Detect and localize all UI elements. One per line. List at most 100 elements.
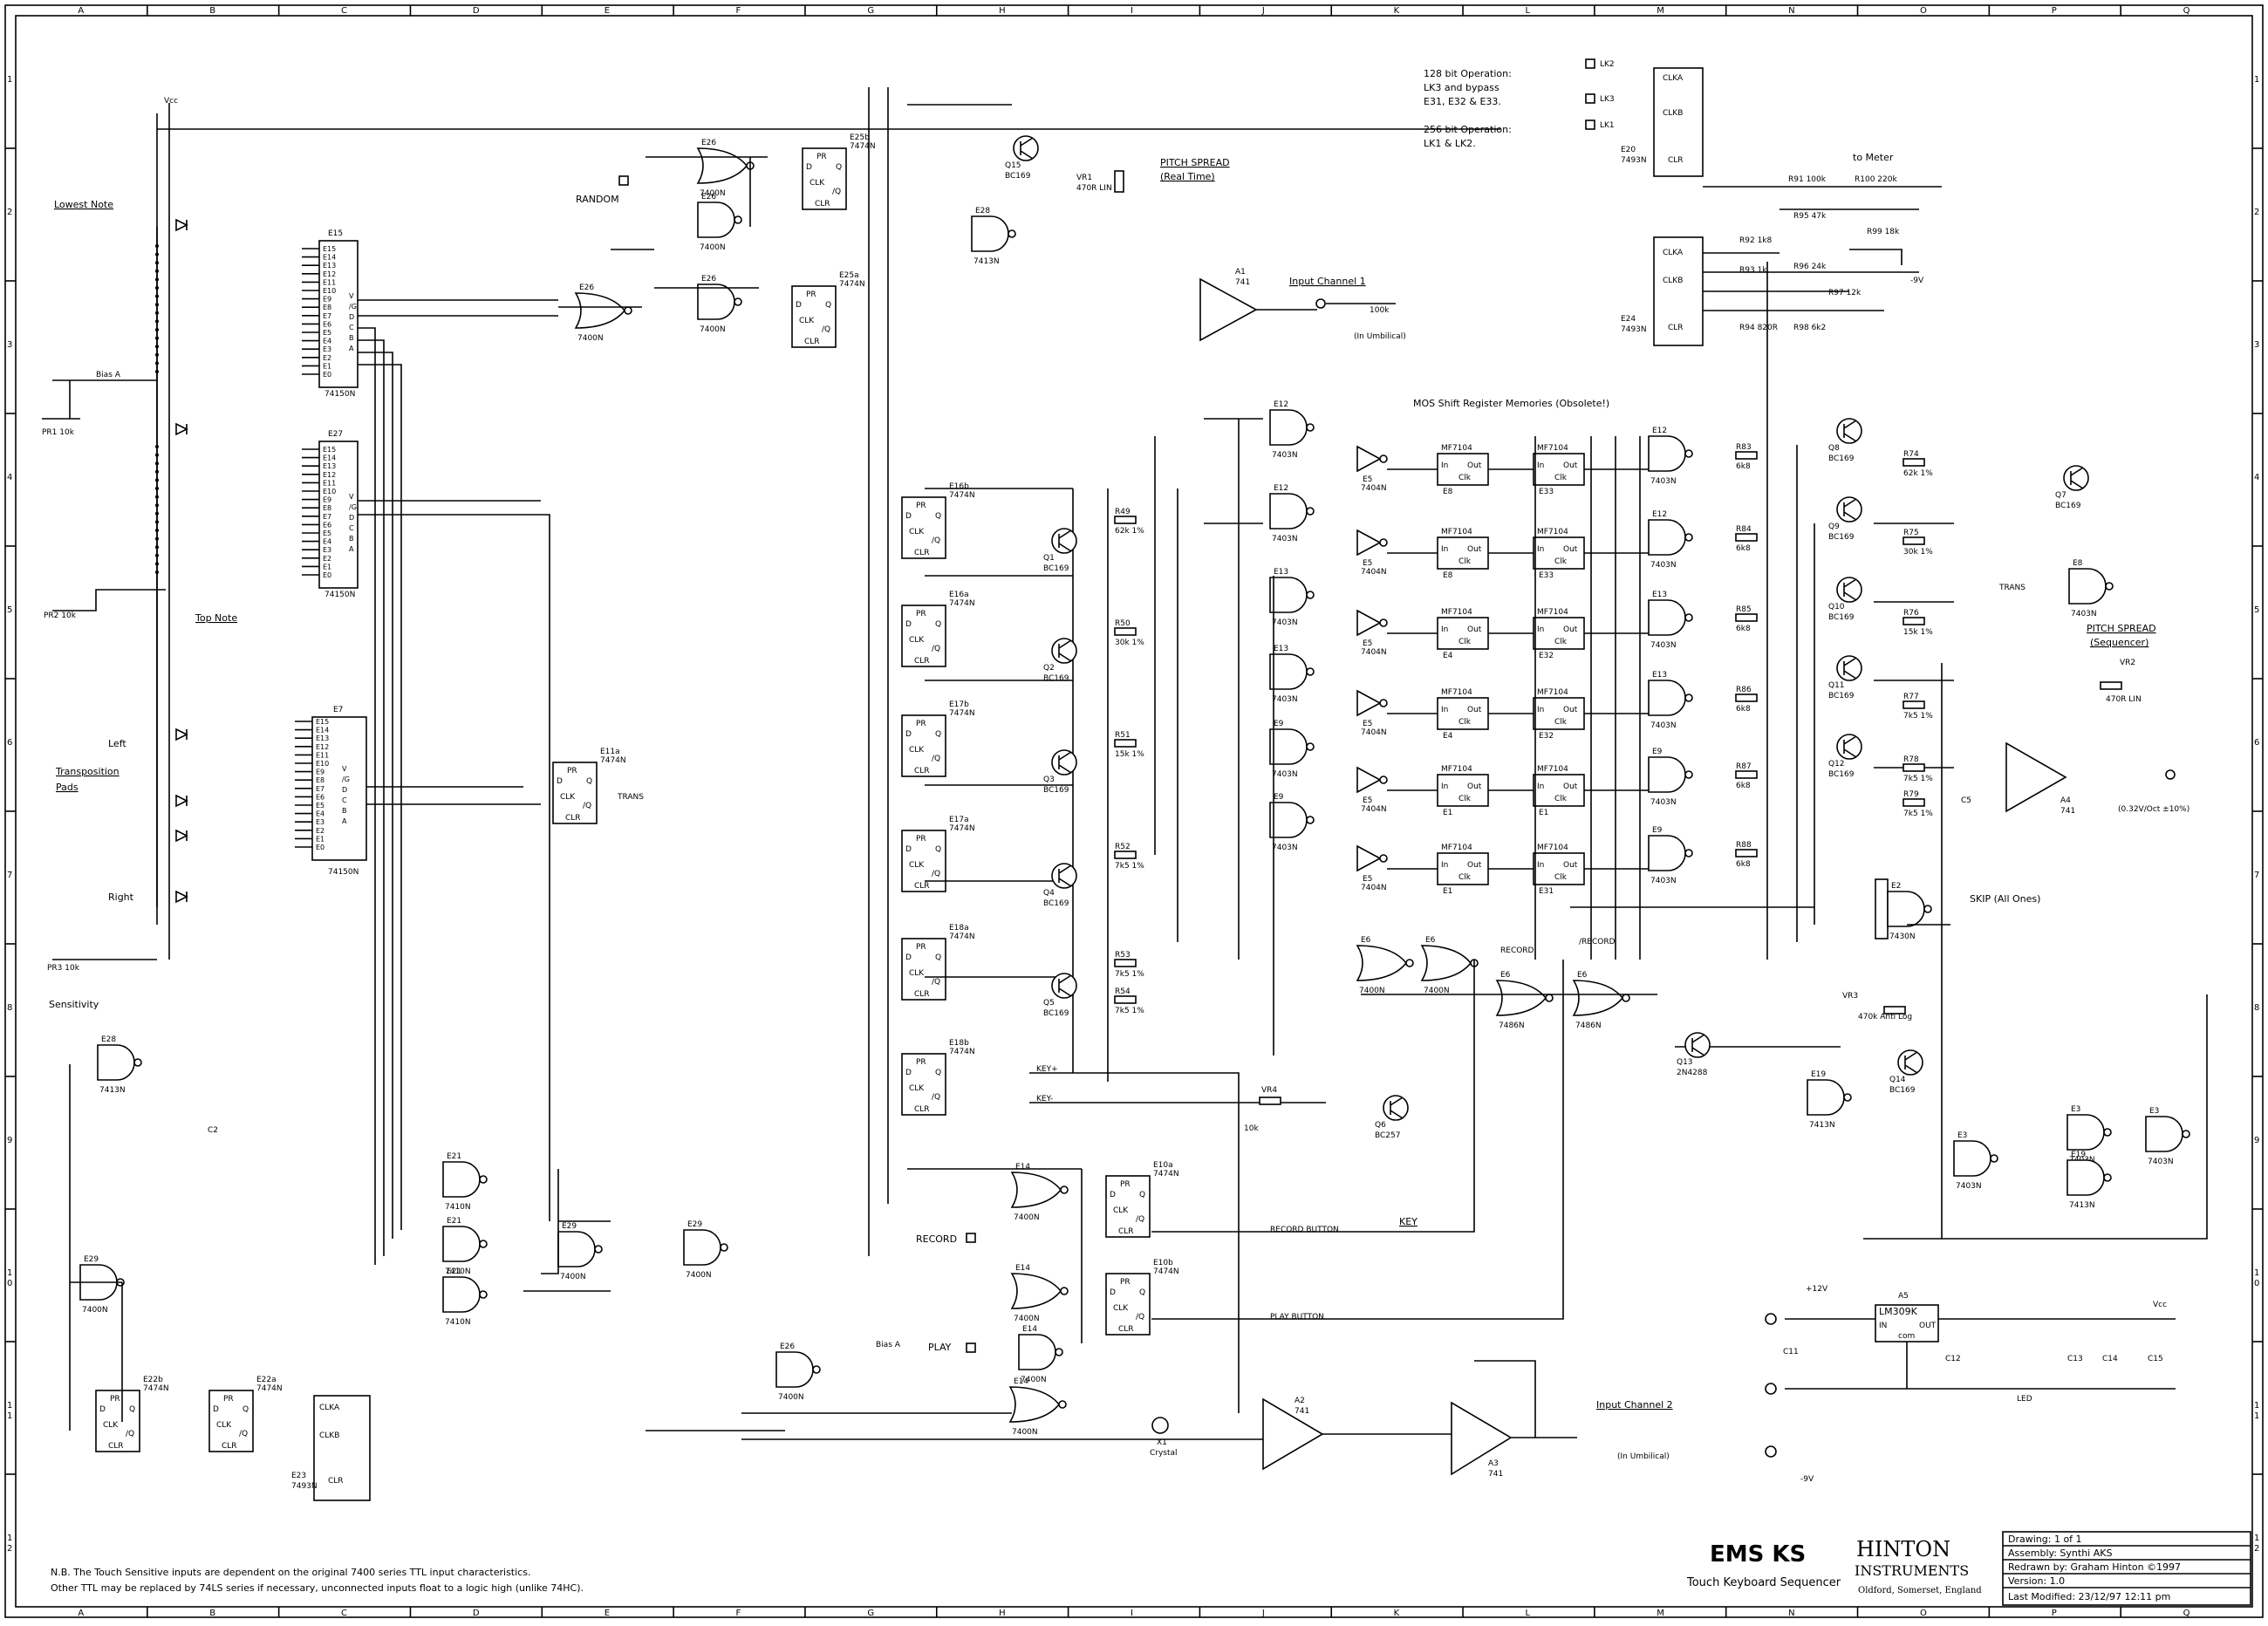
svg-text:CLK: CLK: [1113, 1304, 1129, 1313]
svg-text:CLR: CLR: [222, 1442, 237, 1451]
resistor-r88: [1735, 849, 1758, 857]
svg-text:Clk: Clk: [1554, 638, 1568, 646]
svg-text:CLK: CLK: [909, 1084, 925, 1093]
skip-label: SKIP (All Ones): [1970, 893, 2040, 905]
gate-e19-a-label: E19: [1811, 1070, 1826, 1079]
flipflop-e10b-label: E10b: [1153, 1259, 1173, 1267]
shift-register-type: MF7104: [1537, 528, 1568, 536]
mux-input-pin: E12: [316, 743, 329, 751]
shift-register-type: MF7104: [1441, 528, 1472, 536]
svg-text:R77: R77: [1903, 693, 1919, 701]
svg-text:In: In: [1537, 545, 1544, 554]
svg-text:In: In: [1441, 625, 1448, 634]
gate-e6-b: [1420, 945, 1472, 981]
inverter-e5-4-type: 7404N: [1361, 728, 1387, 737]
transistor-q5-label: Q5: [1043, 999, 1055, 1008]
mos-title: MOS Shift Register Memories (Obsolete!): [1413, 398, 1609, 409]
svg-text:D: D: [905, 953, 912, 962]
svg-text:PR: PR: [567, 767, 577, 775]
vcc-label: Vcc: [164, 97, 178, 106]
junction-dot: [155, 520, 159, 524]
mux-control-pin: /G: [349, 503, 357, 511]
svg-text:(In Umbilical): (In Umbilical): [1617, 1452, 1670, 1461]
op256-line1: LK1 & LK2.: [1424, 138, 1476, 149]
mux-input-pin: E1: [323, 362, 331, 370]
junction-dot: [155, 277, 159, 282]
svg-text:R85: R85: [1736, 605, 1752, 614]
svg-text:TRANS: TRANS: [1998, 584, 2025, 592]
mux-control-pin: B: [349, 334, 354, 342]
mux-control-pin: C: [349, 524, 354, 532]
mux-input-pin: E6: [316, 793, 324, 801]
svg-text:In: In: [1537, 625, 1544, 634]
transistor-q12-type: BC169: [1828, 770, 1855, 779]
transistor-q1-type: BC169: [1043, 564, 1069, 573]
svg-text:CLR: CLR: [804, 338, 820, 346]
svg-text:In: In: [1441, 782, 1448, 791]
svg-text:(Real Time): (Real Time): [1160, 171, 1215, 182]
gate-e19-b-type: 7413N: [2069, 1201, 2095, 1210]
gate-e6-c-type: 7486N: [1499, 1021, 1525, 1030]
svg-text:R96 24k: R96 24k: [1793, 263, 1827, 271]
svg-text:PR: PR: [916, 1058, 926, 1067]
mux-control-pin: V: [342, 765, 347, 773]
svg-text:Clk: Clk: [1458, 557, 1472, 566]
gate-7403-out-1: [1648, 435, 1686, 472]
svg-text:D: D: [99, 1405, 106, 1414]
svg-text:PR: PR: [1120, 1180, 1131, 1189]
svg-text:In: In: [1441, 545, 1448, 554]
row-label-left: 1: [7, 1534, 12, 1543]
transistor-q11-label: Q11: [1828, 681, 1845, 690]
mux-input-pin: E14: [316, 727, 329, 734]
counter-e23: [313, 1395, 371, 1501]
mux-input-pin: E10: [316, 760, 329, 768]
svg-text:Out: Out: [1563, 461, 1578, 470]
mux-input-pin: E13: [323, 262, 336, 270]
gate-e14-d: [1008, 1386, 1061, 1423]
svg-text:CLK: CLK: [1113, 1206, 1129, 1215]
svg-text:Out: Out: [1563, 861, 1578, 870]
lk3-label: LK3: [1600, 95, 1615, 104]
svg-text:CLR: CLR: [914, 1105, 930, 1114]
gate-e19-a-type: 7413N: [1809, 1121, 1835, 1130]
col-label-top: J: [1261, 6, 1265, 16]
mux-input-pin: E2: [323, 555, 331, 563]
gate-7403-in-4-label: E13: [1274, 645, 1288, 653]
transistor-q7-type: BC169: [2055, 502, 2081, 510]
svg-text:Out: Out: [1563, 625, 1578, 634]
shift-register-label: E1: [1443, 887, 1452, 896]
row-label-right: 1: [2254, 1401, 2259, 1411]
svg-text:R91 100k: R91 100k: [1788, 175, 1827, 184]
svg-text:Q: Q: [935, 512, 941, 521]
gate-7403-out-1-type: 7403N: [1650, 477, 1677, 486]
row-label-right: 5: [2254, 605, 2259, 615]
row-label-right: 3: [2254, 340, 2259, 350]
svg-text:CLKB: CLKB: [1663, 277, 1683, 285]
junction-dot: [155, 461, 159, 466]
svg-text:Clk: Clk: [1554, 474, 1568, 482]
gate-7403-out-2-label: E12: [1652, 510, 1667, 519]
gate-e2-type: 7430N: [1889, 933, 1916, 941]
shift-register-label: E4: [1443, 732, 1453, 741]
shift-register-label: E31: [1539, 887, 1554, 896]
svg-text:CLR: CLR: [1118, 1325, 1134, 1334]
flipflop-e16b: [901, 496, 946, 559]
output-cv: (0.32V/Oct ±10%): [2118, 805, 2189, 814]
svg-text:Bias A: Bias A: [876, 1341, 901, 1349]
transistor-q12-label: Q12: [1828, 760, 1845, 769]
svg-text:In: In: [1537, 706, 1544, 714]
svg-text:R78: R78: [1903, 755, 1919, 764]
svg-text:VR4: VR4: [1261, 1086, 1277, 1095]
flipflop-e25a: [791, 285, 837, 348]
flipflop-e10a: [1105, 1175, 1151, 1238]
svg-text:Clk: Clk: [1554, 557, 1568, 566]
row-label-right: 0: [2254, 1279, 2259, 1288]
shift-register-type: MF7104: [1537, 608, 1568, 617]
row-label-right: 4: [2254, 473, 2259, 482]
svg-text:A3: A3: [1488, 1459, 1499, 1468]
shift-register-label: E32: [1539, 652, 1554, 660]
svg-text:6k8: 6k8: [1736, 462, 1751, 471]
col-label-bottom: A: [78, 1609, 84, 1618]
